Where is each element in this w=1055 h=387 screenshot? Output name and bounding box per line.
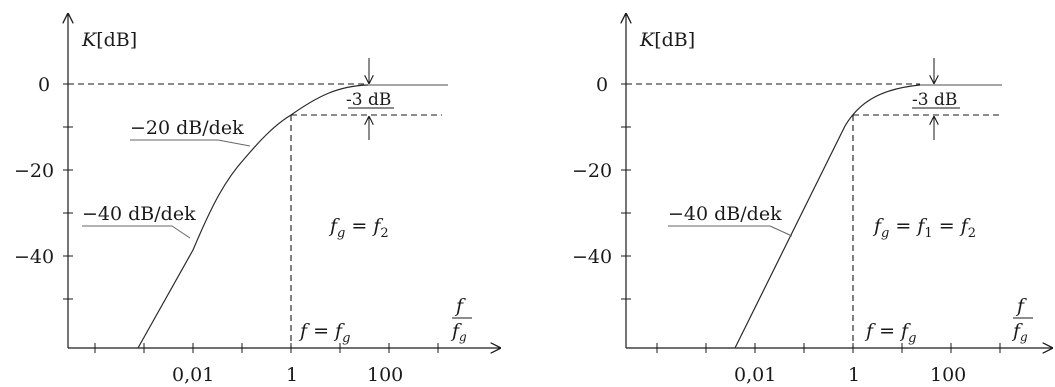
y-axis-label: K[dB] [81,29,137,51]
x-tick-label: 0,01 [734,364,776,386]
x-tick-label: 100 [930,364,966,386]
y-tick-label: −40 [14,246,54,268]
y-tick-label: −20 [14,160,54,182]
slope-label-20: −20 dB/dek [130,117,244,139]
response-curve [734,84,921,349]
slope-leader-40 [171,225,191,239]
x-axis-label-den: fg [450,320,467,344]
x-tick-label: 1 [286,364,298,386]
slope-label-40: −40 dB/dek [82,203,196,225]
x-tick-label: 0,01 [172,364,214,386]
frequency-marker: f = fg [864,320,916,346]
attenuation-label: -3 dB [912,90,957,110]
cutoff-equation: fg = f1 = f2 [872,215,976,241]
slope-leader-40 [769,225,793,237]
panel-left: K[dB] 0 −20 −40 0,01 1 100 -3 dB −20 dB/… [14,14,500,386]
x-tick-label: 1 [848,364,860,386]
frequency-marker: f = fg [298,320,350,346]
y-tick-label: −20 [572,160,612,182]
x-axis-label-num: f [454,295,466,317]
y-tick-label: 0 [38,74,50,96]
slope-leader-20 [217,139,251,147]
response-curve [137,84,369,349]
x-tick-label: 100 [367,364,403,386]
y-tick-label: −40 [572,246,612,268]
x-axis-label-den: fg [1011,320,1028,344]
y-axis-label: K[dB] [639,29,695,51]
panel-right: K[dB] 0 −20 −40 0,01 1 100 -3 dB −40 dB/… [572,14,1052,386]
cutoff-equation: fg = f2 [328,215,389,241]
y-tick-label: 0 [596,74,608,96]
x-axis-label-num: f [1015,295,1027,317]
slope-label-40: −40 dB/dek [668,203,782,225]
attenuation-label: -3 dB [346,90,391,110]
